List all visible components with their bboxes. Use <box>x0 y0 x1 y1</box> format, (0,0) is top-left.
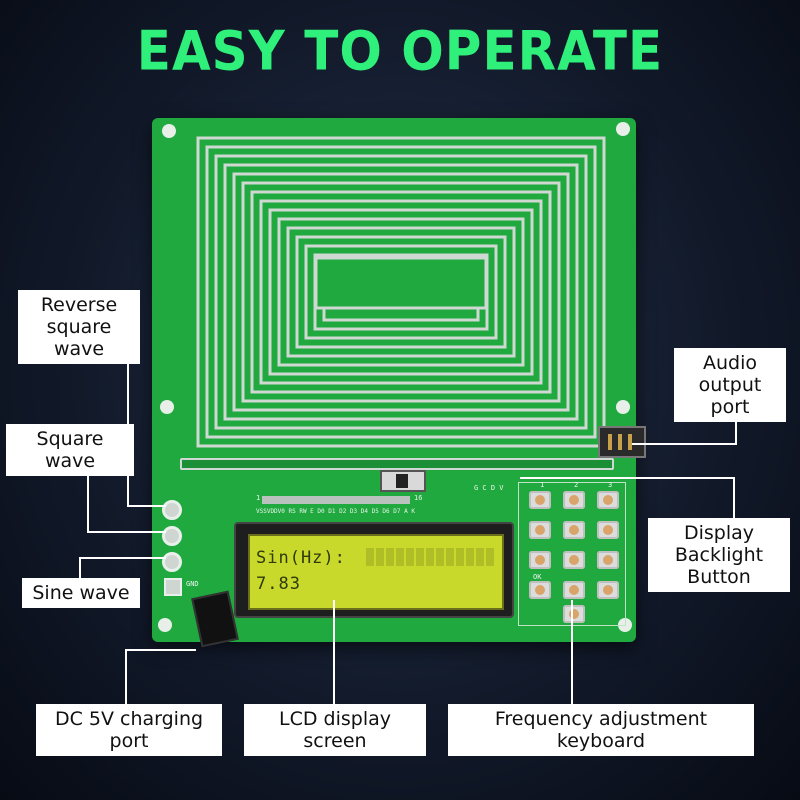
gnd-marking: GND <box>186 580 199 588</box>
coil-loop <box>232 172 570 412</box>
audio-output-jack[interactable] <box>598 426 646 458</box>
coil-loop <box>223 163 579 421</box>
keypad-button[interactable] <box>529 551 551 569</box>
coil-trace <box>196 136 606 448</box>
label-audio-output-port: Audio output port <box>674 348 786 422</box>
coil-loop <box>286 226 516 358</box>
coil-loop <box>268 208 534 376</box>
keypad-button[interactable] <box>529 491 551 509</box>
gcdv-marking: G C D V <box>474 484 504 492</box>
key-label-3: 3 <box>608 481 613 489</box>
label-square-wave: Square wave <box>6 424 134 476</box>
pin-last-marking: 16 <box>414 494 423 502</box>
pcb-board: 1 16 VSSVDDV0 RS RW E D0 D1 D2 D3 D4 D5 … <box>152 118 646 648</box>
header-pin-markings: VSSVDDV0 RS RW E D0 D1 D2 D3 D4 D5 D6 D7… <box>256 508 415 515</box>
keypad-button[interactable] <box>563 521 585 539</box>
keypad-button[interactable] <box>597 491 619 509</box>
key-label-2: 2 <box>574 481 579 489</box>
coil-loop <box>241 181 561 403</box>
coil-loop <box>250 190 552 394</box>
key-label-1: 1 <box>540 481 545 489</box>
mounting-hole <box>160 400 174 414</box>
keypad-button[interactable] <box>529 581 551 599</box>
keypad-button[interactable] <box>563 581 585 599</box>
leader-dc-port <box>125 649 196 704</box>
leader-backlight <box>520 477 735 518</box>
coil-loop <box>304 244 498 340</box>
keypad-button[interactable] <box>563 551 585 569</box>
leader-square-wave <box>87 460 166 533</box>
leader-sine-wave <box>79 557 166 578</box>
label-sine-wave: Sine wave <box>22 578 140 608</box>
mounting-hole <box>158 618 172 632</box>
coil-loop <box>259 199 543 385</box>
frequency-keypad: 1 2 3 OK <box>518 481 626 626</box>
lcd-module: Sin(Hz): 7.83 <box>234 522 514 618</box>
coil-loop <box>196 136 606 448</box>
key-label-ok: OK <box>533 573 542 581</box>
square-wave-output[interactable] <box>162 526 182 546</box>
coil-loop <box>214 154 588 430</box>
mounting-hole <box>616 122 630 136</box>
label-dc-charging-port: DC 5V charging port <box>36 704 222 756</box>
pin-header <box>262 496 410 504</box>
coil-slot <box>180 458 614 470</box>
reverse-square-wave-output[interactable] <box>162 500 182 520</box>
coil-loop <box>295 235 507 349</box>
coil-loop <box>205 145 597 439</box>
headline: EASY TO OPERATE <box>136 19 664 83</box>
slide-switch[interactable] <box>380 470 426 492</box>
keypad-button[interactable] <box>597 581 619 599</box>
keypad-button[interactable] <box>529 521 551 539</box>
leader-reverse-square-wave <box>127 346 166 507</box>
label-lcd-display-screen: LCD display screen <box>244 704 426 756</box>
pin-one-marking: 1 <box>256 494 261 502</box>
label-frequency-adjustment-keyboard: Frequency adjustment keyboard <box>448 704 754 756</box>
lcd-screen: Sin(Hz): 7.83 <box>248 534 504 610</box>
sine-wave-output[interactable] <box>162 552 182 572</box>
coil-loop <box>277 217 525 367</box>
lcd-line-1: Sin(Hz): <box>256 548 346 568</box>
label-display-backlight-button: Display Backlight Button <box>648 518 790 592</box>
keypad-button[interactable] <box>563 605 585 623</box>
ground-pad <box>164 578 182 596</box>
label-reverse-square-wave: Reverse square wave <box>18 290 140 364</box>
lcd-pixel-grid <box>366 548 496 566</box>
keypad-button[interactable] <box>597 551 619 569</box>
mounting-hole <box>616 400 630 414</box>
keypad-button[interactable] <box>597 521 619 539</box>
coil-center <box>314 256 488 310</box>
mounting-hole <box>162 124 176 138</box>
lcd-line-2: 7.83 <box>256 574 301 594</box>
keypad-button[interactable] <box>563 491 585 509</box>
